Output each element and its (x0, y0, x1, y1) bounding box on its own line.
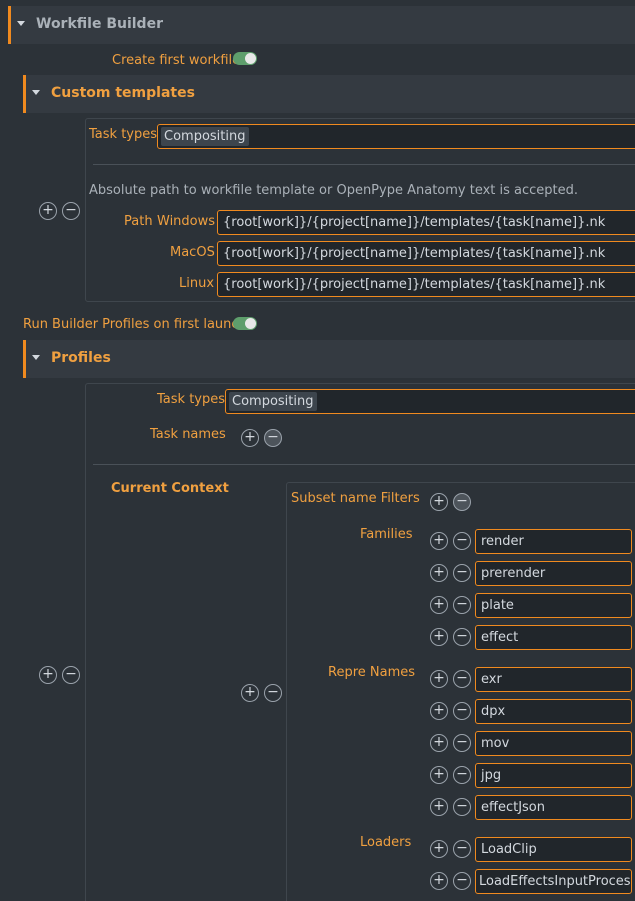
profiles-title: Profiles (51, 350, 111, 366)
add-repre-button[interactable]: + (430, 702, 448, 720)
path-label: Path (124, 214, 153, 229)
current-context-panel (286, 482, 635, 901)
add-profile-button[interactable]: + (39, 666, 57, 684)
family-input[interactable]: prerender (475, 561, 632, 586)
remove-loader-button[interactable]: − (453, 872, 471, 890)
add-loader-button[interactable]: + (430, 840, 448, 858)
windows-label: Windows (157, 214, 216, 229)
collapse-arrow-icon[interactable] (17, 21, 25, 26)
subset-filters-label: Subset name Filters (291, 491, 420, 506)
repre-names-label: Repre Names (328, 665, 416, 680)
repre-input[interactable]: jpg (475, 763, 632, 788)
create-first-workfile-toggle[interactable] (233, 52, 257, 65)
remove-loader-button[interactable]: − (453, 840, 471, 858)
add-task-name-button[interactable]: + (241, 429, 259, 447)
remove-repre-button[interactable]: − (453, 798, 471, 816)
repre-input[interactable]: mov (475, 731, 632, 756)
profile-panel (85, 383, 635, 901)
add-repre-button[interactable]: + (430, 766, 448, 784)
remove-task-name-button[interactable]: − (264, 429, 282, 447)
remove-repre-button[interactable]: − (453, 702, 471, 720)
divider (93, 164, 635, 165)
divider (93, 464, 635, 465)
run-builder-label: Run Builder Profiles on first launch (23, 317, 247, 332)
add-repre-button[interactable]: + (430, 798, 448, 816)
task-type-tag[interactable]: Compositing (229, 392, 317, 411)
add-loader-button[interactable]: + (430, 872, 448, 890)
windows-path-input[interactable]: {root[work]}/{project[name]}/templates/{… (217, 210, 635, 235)
remove-context-button[interactable]: − (264, 684, 282, 702)
create-first-workfile-label: Create first workfile (112, 53, 241, 68)
remove-family-button[interactable]: − (453, 596, 471, 614)
template-note: Absolute path to workfile template or Op… (89, 183, 579, 198)
repre-input[interactable]: effectJson (475, 795, 632, 820)
loader-input[interactable]: LoadClip (475, 837, 632, 862)
collapse-arrow-icon[interactable] (32, 90, 40, 95)
run-builder-toggle[interactable] (233, 317, 257, 330)
task-names-label: Task names (150, 427, 226, 442)
macos-path-input[interactable]: {root[work]}/{project[name]}/templates/{… (217, 241, 635, 266)
task-type-tag[interactable]: Compositing (161, 127, 249, 146)
current-context-label: Current Context (111, 481, 229, 496)
custom-templates-header[interactable]: Custom templates (23, 75, 635, 113)
add-repre-button[interactable]: + (430, 734, 448, 752)
collapse-arrow-icon[interactable] (32, 355, 40, 360)
remove-family-button[interactable]: − (453, 628, 471, 646)
add-context-button[interactable]: + (241, 684, 259, 702)
custom-template-panel (85, 118, 635, 302)
repre-input[interactable]: exr (475, 667, 632, 692)
remove-repre-button[interactable]: − (453, 766, 471, 784)
remove-subset-filter-button[interactable]: − (453, 493, 471, 511)
loaders-label: Loaders (360, 835, 412, 850)
profile-task-types-field[interactable]: Compositing (225, 389, 635, 414)
families-label: Families (360, 527, 413, 542)
template-task-types-field[interactable]: Compositing (157, 124, 635, 149)
macos-label: MacOS (170, 245, 215, 260)
remove-repre-button[interactable]: − (453, 734, 471, 752)
workfile-builder-title: Workfile Builder (36, 16, 163, 32)
add-subset-filter-button[interactable]: + (430, 493, 448, 511)
add-family-button[interactable]: + (430, 564, 448, 582)
profile-task-types-label: Task types (157, 392, 226, 407)
add-family-button[interactable]: + (430, 628, 448, 646)
remove-family-button[interactable]: − (453, 564, 471, 582)
custom-templates-title: Custom templates (51, 85, 195, 101)
linux-path-input[interactable]: {root[work]}/{project[name]}/templates/{… (217, 272, 635, 297)
remove-profile-button[interactable]: − (62, 666, 80, 684)
family-input[interactable]: effect (475, 625, 632, 650)
family-input[interactable]: render (475, 529, 632, 554)
profiles-header[interactable]: Profiles (23, 340, 635, 378)
add-repre-button[interactable]: + (430, 670, 448, 688)
add-family-button[interactable]: + (430, 596, 448, 614)
remove-repre-button[interactable]: − (453, 670, 471, 688)
family-input[interactable]: plate (475, 593, 632, 618)
repre-input[interactable]: dpx (475, 699, 632, 724)
workfile-builder-header[interactable]: Workfile Builder (8, 6, 635, 44)
loader-input[interactable]: LoadEffectsInputProcess (475, 869, 632, 894)
linux-label: Linux (179, 276, 215, 291)
add-family-button[interactable]: + (430, 532, 448, 550)
add-template-button[interactable]: + (39, 202, 57, 220)
remove-family-button[interactable]: − (453, 532, 471, 550)
template-task-types-label: Task types (89, 127, 158, 142)
remove-template-button[interactable]: − (62, 202, 80, 220)
